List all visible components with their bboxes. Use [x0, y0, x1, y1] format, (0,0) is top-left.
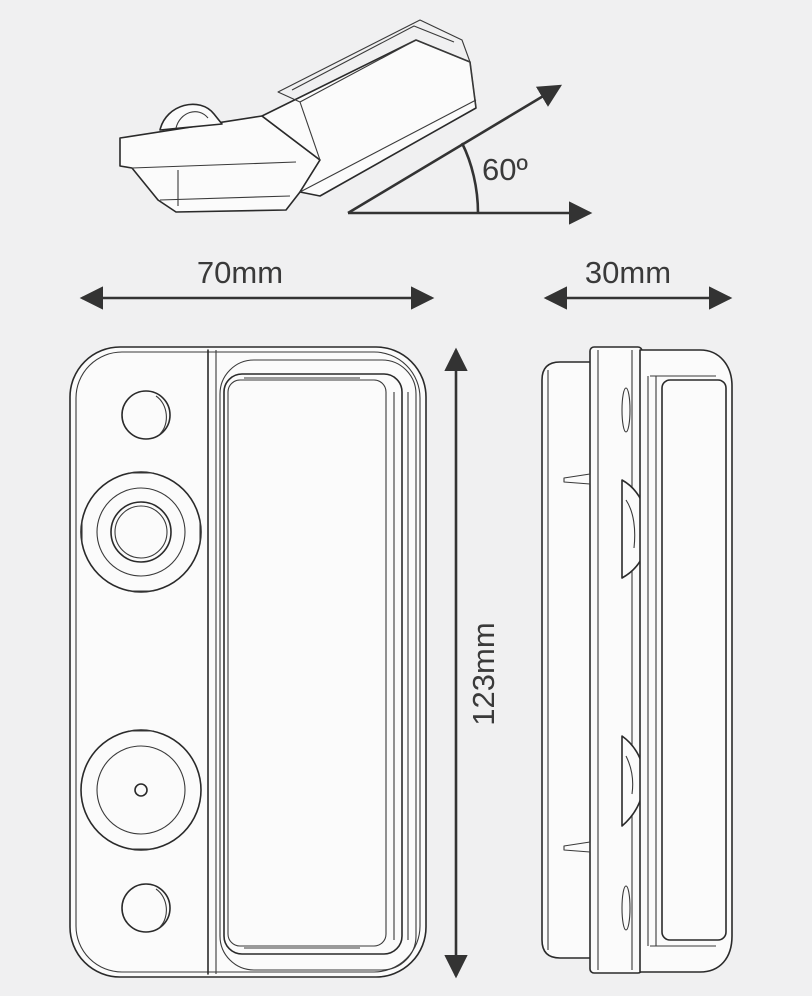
width-label: 70mm	[197, 255, 283, 290]
angled-view	[119, 19, 477, 213]
depth-label: 30mm	[585, 255, 671, 290]
angle-indicator: 60º	[347, 84, 593, 225]
width-dimension: 70mm	[79, 255, 435, 310]
angle-arc	[460, 142, 480, 214]
side-view	[541, 346, 733, 974]
screw-hole-top	[121, 390, 171, 440]
angle-label: 60º	[482, 152, 528, 187]
depth-dimension: 30mm	[543, 255, 733, 310]
screw-hole-bottom	[121, 883, 171, 933]
key-cylinder	[80, 729, 202, 851]
height-label: 123mm	[466, 622, 501, 725]
front-view	[69, 346, 427, 978]
height-dimension: 123mm	[444, 347, 501, 979]
lock-cylinder	[80, 471, 202, 593]
angled-arrow	[347, 84, 563, 215]
